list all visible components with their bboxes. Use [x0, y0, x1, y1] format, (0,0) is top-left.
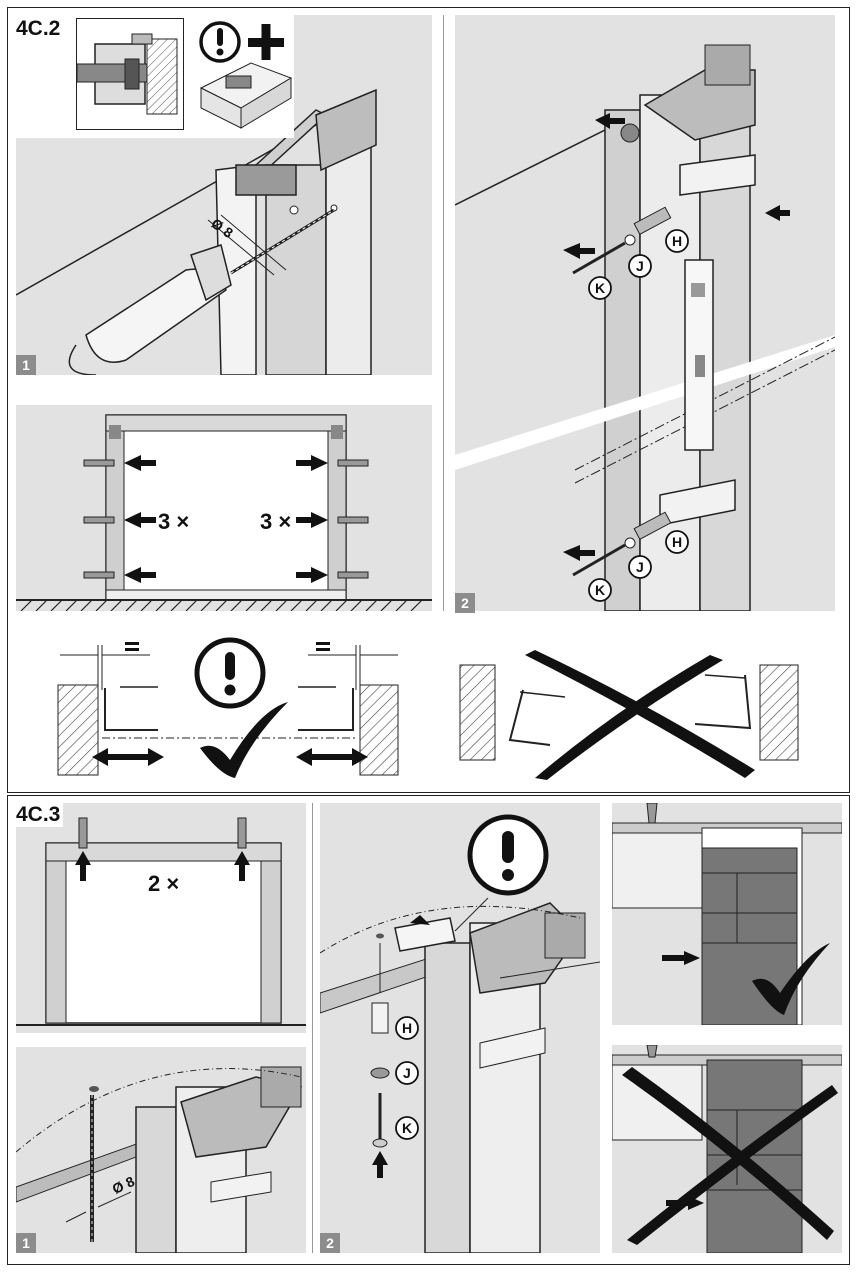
panel-4c3-wrong — [612, 1045, 842, 1253]
alignment-wrong — [455, 650, 835, 780]
vertical-divider-4c3 — [312, 803, 313, 1253]
alignment-correct — [40, 630, 410, 780]
count-left: 3 × — [158, 509, 190, 534]
part-k-label-3: K — [402, 1120, 413, 1136]
panel-4c2-step2: H J K H J K — [455, 15, 835, 611]
section-title-4c3: 4C.3 — [16, 803, 64, 827]
section-title-4c2: 4C.2 — [16, 17, 61, 40]
part-j-label-1: J — [636, 258, 644, 274]
panel-4c3-step1: Ø 8 — [16, 1047, 306, 1253]
step-badge-4c3-2: 2 — [320, 1233, 340, 1253]
step-badge-2: 2 — [455, 593, 475, 613]
count-2x: 2 × — [148, 871, 180, 896]
detail-box — [76, 18, 184, 130]
panel-4c3-frame: 2 × — [16, 803, 306, 1033]
step-badge-1: 1 — [16, 355, 36, 375]
warning-plus-carton — [196, 18, 293, 130]
part-k-label-2: K — [595, 582, 606, 598]
part-j-label-2: J — [636, 559, 644, 575]
panel-4c3-step2: H J K — [320, 803, 600, 1253]
part-h-label-2: H — [672, 534, 683, 550]
step-badge-4c3-1: 1 — [16, 1233, 36, 1253]
part-k-label-1: K — [595, 280, 606, 296]
drill-illustration — [16, 75, 432, 375]
count-right: 3 × — [260, 509, 292, 534]
part-h-label-1: H — [672, 233, 683, 249]
part-h-label-3: H — [402, 1020, 413, 1036]
vertical-divider-4c2 — [443, 15, 444, 611]
panel-4c2-frame: 3 × 3 × — [16, 405, 432, 611]
part-j-label-3: J — [403, 1065, 411, 1081]
panel-4c3-correct — [612, 803, 842, 1025]
